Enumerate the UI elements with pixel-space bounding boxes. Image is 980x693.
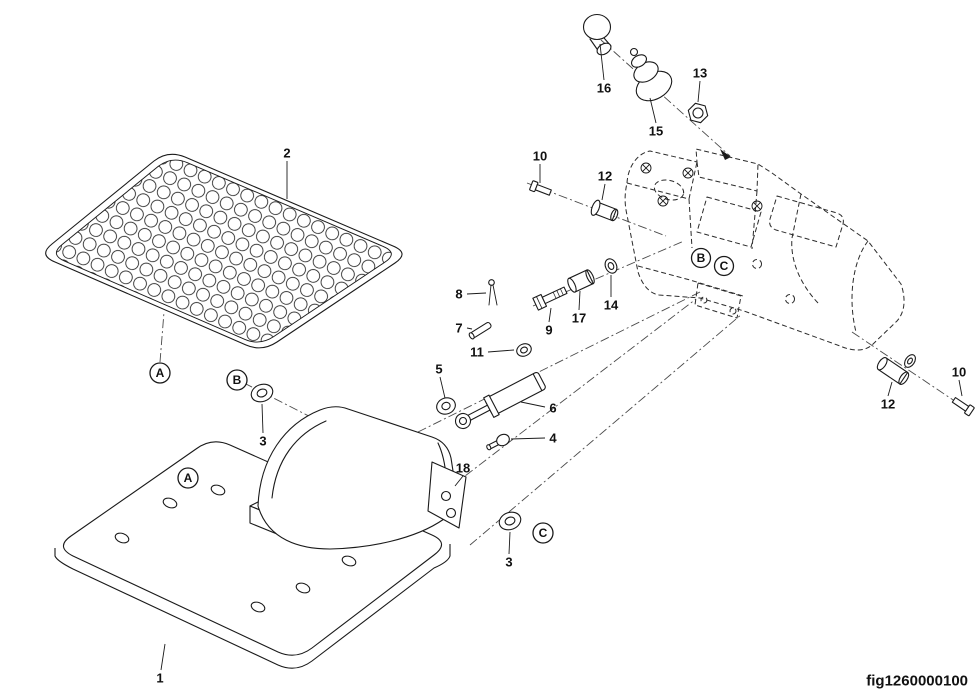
bushing-part12-right (876, 357, 910, 385)
screw-part10-left (529, 180, 552, 196)
console-housing-outline (624, 148, 905, 351)
washer-part14 (604, 258, 618, 274)
screw-part10-right (951, 396, 975, 417)
callout-11: 11 (470, 345, 484, 360)
callout-10-left: 10 (533, 149, 547, 164)
callout-10-right: 10 (952, 365, 966, 380)
callout-1: 1 (156, 671, 163, 686)
fastener-cross-icon (682, 167, 694, 179)
rubber-mat (45, 153, 403, 349)
callout-5: 5 (435, 362, 442, 377)
bushing-part3-left (250, 383, 274, 403)
leader-lines (160, 43, 963, 671)
bushing-part3-right (498, 511, 522, 531)
view-reference-markers: A A B B C C (149, 247, 735, 544)
callout-7: 7 (455, 321, 462, 336)
callout-18: 18 (456, 461, 470, 476)
callout-12-right: 12 (881, 397, 895, 412)
knob-part16 (582, 13, 612, 56)
gas-spring-part6 (454, 371, 546, 430)
washer-right (904, 354, 916, 368)
ref-B-bushing: B (233, 373, 242, 387)
bolt-part9 (532, 286, 568, 311)
callout-labels: 1 2 3 3 4 5 6 7 8 9 10 10 11 12 12 13 14… (156, 66, 966, 686)
callout-3-left: 3 (259, 434, 266, 449)
callout-14: 14 (604, 298, 619, 313)
figure-code: fig1260000100 (866, 673, 968, 690)
insertion-arrow (720, 149, 731, 160)
nut-part5 (436, 397, 456, 415)
fastener-cross-icon (657, 195, 669, 207)
plug-part4 (486, 433, 510, 451)
cotter-pin-part8 (488, 279, 498, 306)
callout-15: 15 (649, 124, 663, 139)
fastener-cross-icon (751, 200, 763, 212)
ref-C-bushing: C (539, 526, 548, 540)
callout-17: 17 (572, 311, 586, 326)
bushing-part12-left (590, 199, 619, 222)
ref-A-mat: A (156, 366, 165, 380)
support-bracket (257, 406, 467, 550)
fastener-cross-icon (640, 162, 652, 174)
callout-13: 13 (693, 66, 707, 81)
ref-B-console: B (697, 251, 706, 265)
washer-part11 (516, 343, 532, 357)
callout-4: 4 (549, 431, 557, 446)
nut-part13 (687, 102, 709, 124)
callout-8: 8 (455, 287, 462, 302)
callout-3-right: 3 (505, 555, 512, 570)
hinge-plate (427, 461, 467, 529)
callout-6: 6 (549, 401, 556, 416)
ref-C-console: C (720, 259, 729, 273)
boot-part15 (629, 47, 673, 102)
ref-A-plate: A (184, 471, 193, 485)
clevis-pin-part7 (468, 322, 492, 340)
callout-16: 16 (597, 81, 611, 96)
callout-2: 2 (283, 146, 290, 161)
callout-12-left: 12 (598, 169, 612, 184)
spacer-part17 (567, 269, 595, 293)
callout-9: 9 (545, 323, 552, 338)
